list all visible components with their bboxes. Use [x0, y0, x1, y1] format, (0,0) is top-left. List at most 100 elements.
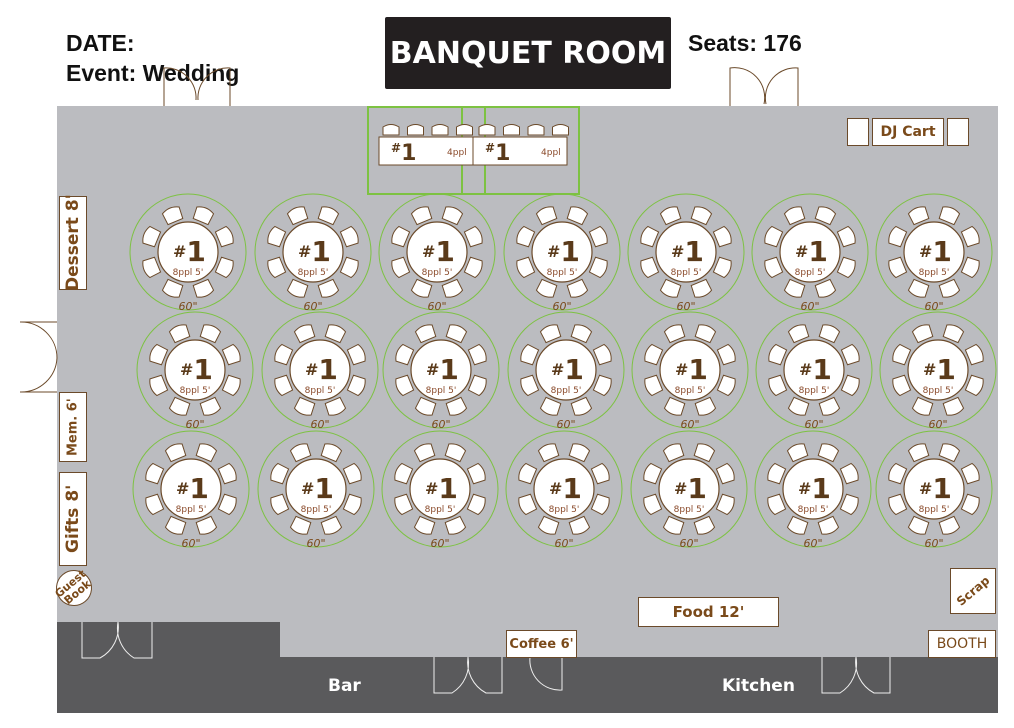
- table-size: 60": [800, 300, 819, 313]
- chair-icon: [516, 225, 536, 248]
- chair-icon: [382, 124, 400, 136]
- door-icon: [19, 321, 58, 393]
- table-footprint: [505, 430, 623, 548]
- table-size: 60": [803, 537, 822, 550]
- dj-speaker-right: [947, 118, 969, 146]
- chair-icon: [716, 343, 736, 366]
- chair-icon: [539, 324, 562, 344]
- head-table[interactable]: #1 4ppl: [472, 136, 568, 166]
- table-number: #1: [675, 353, 708, 386]
- chair-icon: [960, 225, 980, 248]
- chair-icon: [537, 443, 560, 463]
- chair-icon: [270, 462, 290, 485]
- chair-icon: [456, 124, 473, 136]
- chair-icon: [518, 493, 538, 516]
- chair-icon: [503, 124, 520, 136]
- chair-icon: [840, 374, 860, 397]
- chair-icon: [395, 343, 415, 366]
- table-footprint: [132, 430, 250, 548]
- chair-icon: [145, 493, 165, 516]
- chair-icon: [888, 256, 908, 279]
- chair-icon: [892, 343, 912, 366]
- chair-icon: [520, 343, 540, 366]
- table-size: 60": [924, 537, 943, 550]
- chair-icon: [588, 256, 608, 279]
- scrap-label: Scrap: [953, 573, 993, 609]
- chair-icon: [342, 462, 362, 485]
- chair-icon: [783, 206, 806, 226]
- chair-icon: [164, 443, 187, 463]
- chair-icon: [566, 278, 589, 298]
- table-number: #1: [391, 141, 416, 166]
- scrap-table: Scrap: [950, 568, 996, 614]
- hallway-bottom: [280, 657, 998, 713]
- dj-cart: DJ Cart: [872, 118, 944, 146]
- table-capacity: 4ppl: [541, 148, 561, 158]
- chair-icon: [539, 396, 562, 416]
- chair-icon: [346, 343, 366, 366]
- chair-icon: [907, 515, 930, 535]
- chair-icon: [195, 515, 218, 535]
- door-icon: [529, 656, 563, 691]
- chair-icon: [320, 443, 343, 463]
- chair-icon: [270, 493, 290, 516]
- table-size: 60": [306, 537, 325, 550]
- chair-icon: [199, 396, 222, 416]
- table-number: #1: [547, 235, 580, 268]
- chair-icon: [441, 206, 464, 226]
- chair-icon: [192, 278, 215, 298]
- table-size: 60": [430, 537, 449, 550]
- table-capacity: 8ppl 5': [919, 505, 950, 515]
- table-footprint: [875, 193, 993, 311]
- chair-icon: [293, 324, 316, 344]
- chair-icon: [938, 278, 961, 298]
- chair-icon: [644, 343, 664, 366]
- table-number: #1: [795, 235, 828, 268]
- chair-icon: [339, 225, 359, 248]
- chair-icon: [643, 462, 663, 485]
- chair-icon: [568, 515, 591, 535]
- table-number: #1: [919, 472, 952, 505]
- bar-label: Bar: [328, 676, 361, 696]
- door-icons: [19, 67, 799, 393]
- table-footprint: [875, 430, 993, 548]
- chair-icon: [518, 462, 538, 485]
- chair-icon: [938, 515, 961, 535]
- table-size: 60": [928, 418, 947, 431]
- table-number: #1: [422, 235, 455, 268]
- chair-icon: [911, 324, 934, 344]
- table-capacity: 8ppl 5': [298, 268, 329, 278]
- chair-icon: [764, 256, 784, 279]
- table-size: 60": [804, 418, 823, 431]
- chair-icon: [142, 225, 162, 248]
- table-number: #1: [485, 141, 510, 166]
- table-size: 60": [554, 537, 573, 550]
- chair-icon: [527, 124, 545, 136]
- table-number: #1: [551, 353, 584, 386]
- chair-icon: [588, 225, 608, 248]
